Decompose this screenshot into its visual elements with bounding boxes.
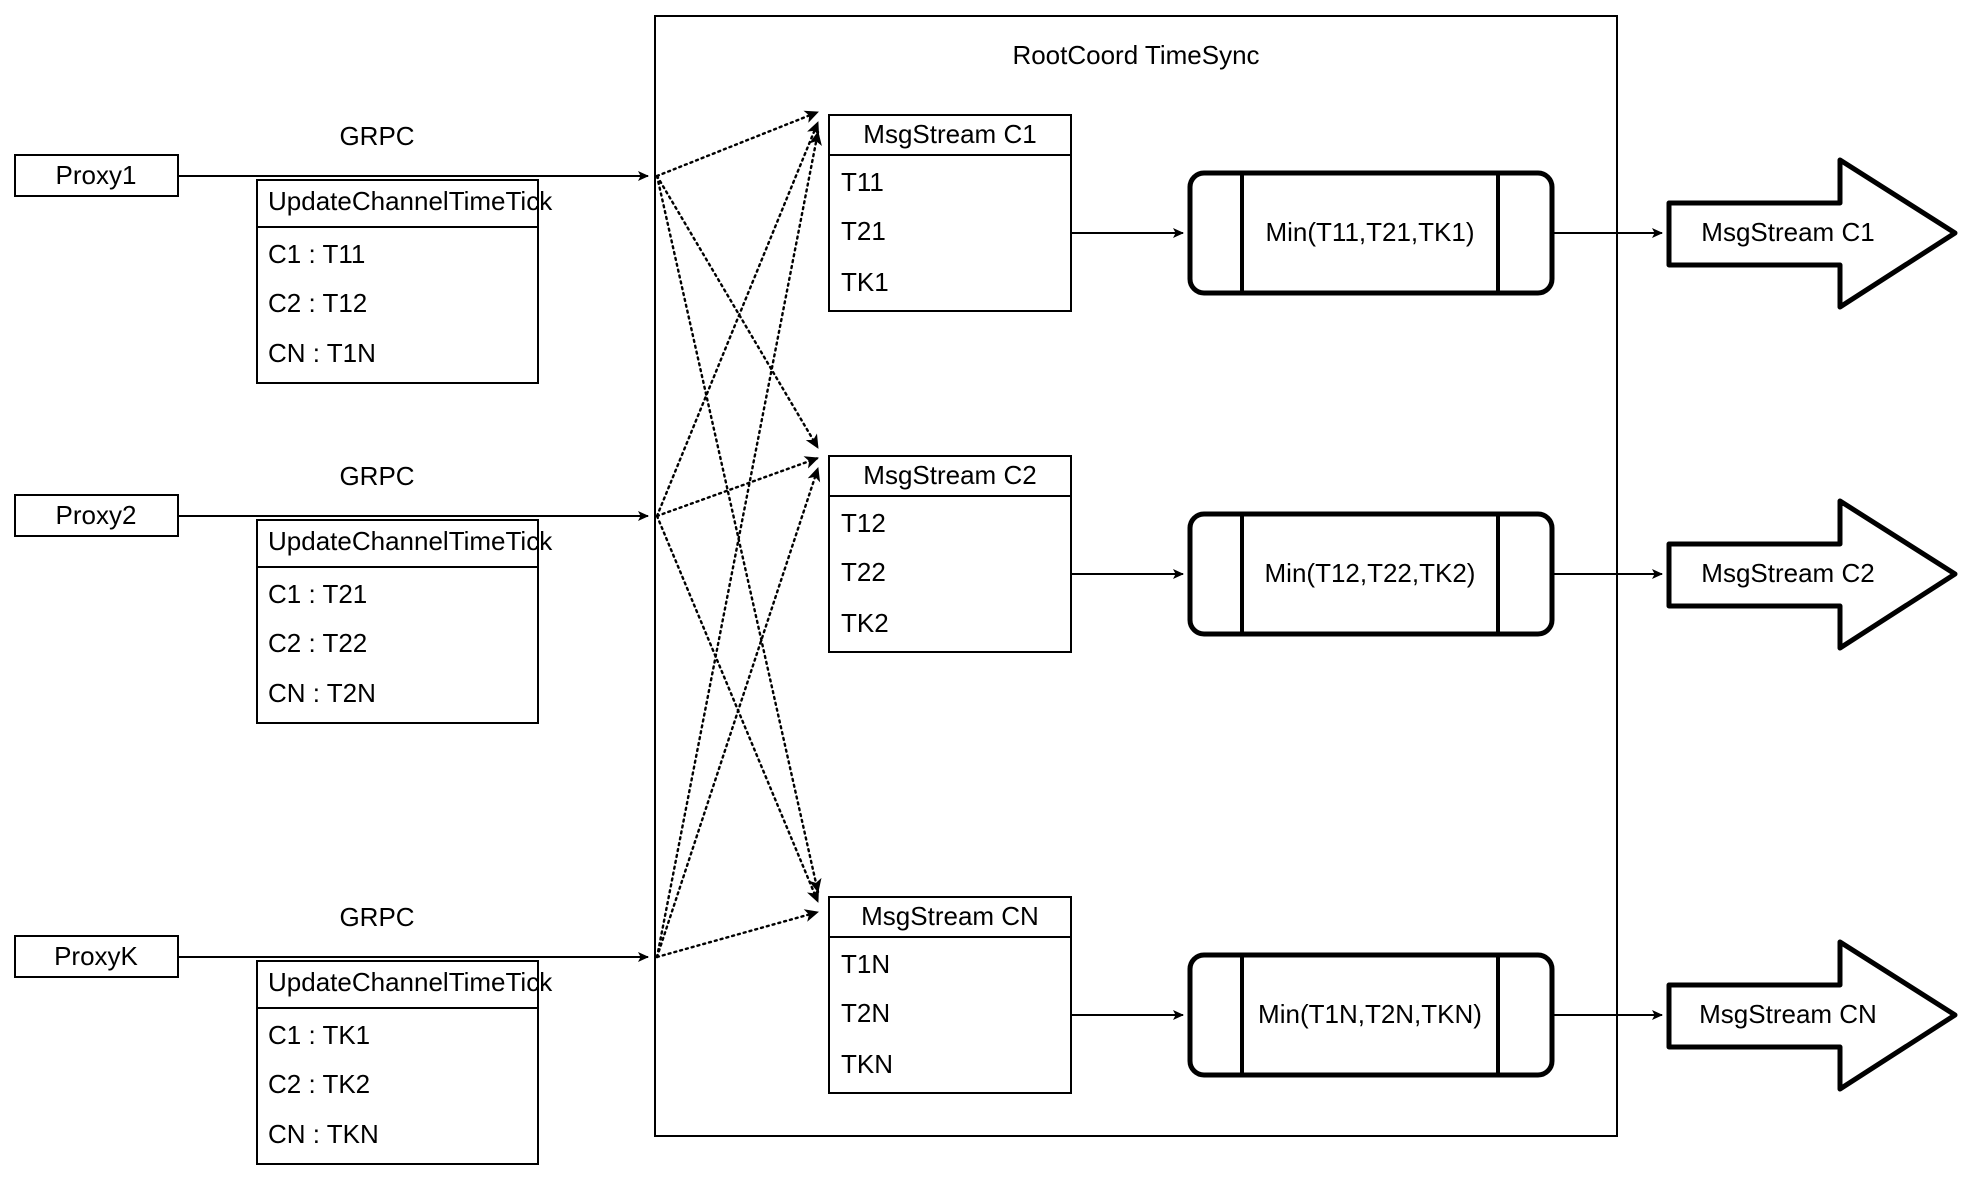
fanout-edge-p2-c1	[655, 120, 820, 518]
request-card-2-title: UpdateChannelTimeTick	[268, 526, 553, 556]
fanout-edge-p1-c1	[655, 110, 820, 178]
msgstream-card-3-title: MsgStream CN	[861, 901, 1039, 931]
reducer-box-1-label: Min(T11,T21,TK1)	[1265, 217, 1474, 247]
proxy-box-1[interactable]: Proxy1	[14, 154, 179, 197]
fanout-edge-pk-c1	[655, 130, 822, 959]
reducer-box-2-label: Min(T12,T22,TK2)	[1265, 558, 1476, 588]
proxy-row-1: Proxy1 GRPC UpdateChannelTimeTick C1 : T…	[14, 121, 649, 384]
proxy-3-grpc-label: GRPC	[339, 902, 414, 932]
request-card-2-row-2: CN : T2N	[268, 678, 376, 708]
output-arrow-2: MsgStream C2	[1666, 498, 1958, 651]
request-card-2-row-1: C2 : T22	[268, 628, 367, 658]
fanout-edge-p1-cn	[655, 174, 822, 894]
msgstream-card-1-row-2: TK1	[841, 267, 889, 297]
fanout-edge-p1-c2	[655, 174, 820, 450]
msgstream-card-3-row-1: T2N	[841, 998, 890, 1028]
proxy-box-3-label: ProxyK	[54, 941, 138, 971]
msgstream-card-3-row-2: TKN	[841, 1049, 893, 1079]
proxy-box-1-label: Proxy1	[56, 160, 137, 190]
fanout-edge-pk-c2	[655, 466, 821, 959]
proxy-box-3[interactable]: ProxyK	[14, 935, 179, 978]
request-card-3-title: UpdateChannelTimeTick	[268, 967, 553, 997]
output-arrow-3: MsgStream CN	[1666, 939, 1958, 1092]
timetick-fanout-edges	[655, 110, 822, 959]
request-card-3-row-0: C1 : TK1	[268, 1020, 370, 1050]
channel-row-2: MsgStream C2 T12 T22 TK2 Min(T12,T22,TK2…	[828, 455, 1958, 653]
msgstream-card-1: MsgStream C1 T11 T21 TK1	[828, 114, 1072, 312]
msgstream-card-1-row-0: T11	[841, 167, 884, 197]
request-card-1-row-1: C2 : T12	[268, 288, 367, 318]
reducer-box-2: Min(T12,T22,TK2)	[1187, 511, 1555, 637]
request-card-3-row-1: C2 : TK2	[268, 1069, 370, 1099]
msgstream-card-3: MsgStream CN T1N T2N TKN	[828, 896, 1072, 1094]
rootcoord-container-label: RootCoord TimeSync	[1012, 40, 1259, 70]
output-arrow-2-label: MsgStream C2	[1701, 558, 1874, 588]
channel-row-3: MsgStream CN T1N T2N TKN Min(T1N,T2N,TKN…	[828, 896, 1958, 1094]
msgstream-card-2-row-0: T12	[841, 508, 886, 538]
fanout-edge-p2-cn	[655, 514, 820, 904]
request-card-2: UpdateChannelTimeTick C1 : T21 C2 : T22 …	[256, 519, 553, 724]
fanout-edge-pk-cn	[655, 909, 820, 959]
proxy-row-2: Proxy2 GRPC UpdateChannelTimeTick C1 : T…	[14, 461, 649, 724]
reducer-box-3-label: Min(T1N,T2N,TKN)	[1258, 999, 1482, 1029]
msgstream-card-2: MsgStream C2 T12 T22 TK2	[828, 455, 1072, 653]
output-arrow-3-label: MsgStream CN	[1699, 999, 1877, 1029]
proxy-box-2[interactable]: Proxy2	[14, 494, 179, 537]
request-card-3-row-2: CN : TKN	[268, 1119, 379, 1149]
request-card-1-row-2: CN : T1N	[268, 338, 376, 368]
request-card-3: UpdateChannelTimeTick C1 : TK1 C2 : TK2 …	[256, 960, 553, 1165]
output-arrow-1: MsgStream C1	[1666, 157, 1958, 310]
proxy-2-grpc-label: GRPC	[339, 461, 414, 491]
fanout-edge-p2-c2	[655, 456, 820, 518]
request-card-1-title: UpdateChannelTimeTick	[268, 186, 553, 216]
channel-row-1: MsgStream C1 T11 T21 TK1 Min(T11,T21,TK1…	[828, 114, 1958, 312]
request-card-1: UpdateChannelTimeTick C1 : T11 C2 : T12 …	[256, 179, 553, 384]
msgstream-card-3-row-0: T1N	[841, 949, 890, 979]
output-arrow-1-label: MsgStream C1	[1701, 217, 1874, 247]
request-card-2-row-0: C1 : T21	[268, 579, 367, 609]
proxy-1-grpc-label: GRPC	[339, 121, 414, 151]
msgstream-card-1-row-1: T21	[841, 216, 886, 246]
reducer-box-3: Min(T1N,T2N,TKN)	[1187, 952, 1555, 1078]
proxy-row-3: ProxyK GRPC UpdateChannelTimeTick C1 : T…	[14, 902, 649, 1165]
msgstream-card-2-title: MsgStream C2	[863, 460, 1036, 490]
msgstream-card-1-title: MsgStream C1	[863, 119, 1036, 149]
msgstream-card-2-row-1: T22	[841, 557, 886, 587]
msgstream-card-2-row-2: TK2	[841, 608, 889, 638]
request-card-1-row-0: C1 : T11	[268, 239, 365, 269]
reducer-box-1: Min(T11,T21,TK1)	[1187, 170, 1555, 296]
proxy-box-2-label: Proxy2	[56, 500, 137, 530]
